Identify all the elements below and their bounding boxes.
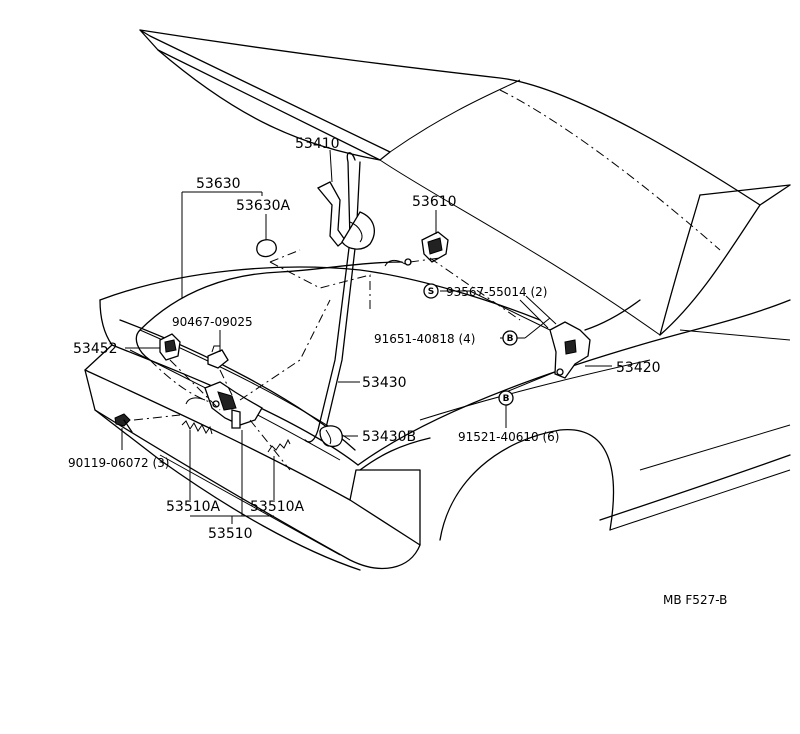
cushion-53430b: [319, 425, 343, 448]
callout-90467-09025: 90467-09025: [172, 315, 253, 329]
clip-90467: [207, 345, 229, 369]
extension-lines: [133, 257, 521, 471]
callout-90119-06072: 90119-06072 (3): [68, 456, 170, 470]
callout-53420: 53420: [616, 360, 661, 376]
hood-hinge-right: [519, 295, 591, 379]
marker-b1: B: [502, 330, 518, 346]
fender-body: [357, 184, 791, 541]
release-lever-53610: [421, 231, 449, 263]
bolt-90119: [114, 413, 133, 433]
callout-53510a-right: 53510A: [250, 499, 305, 515]
callout-53630: 53630: [196, 176, 241, 192]
hood-lock-assembly: [185, 381, 263, 429]
callout-53430b: 53430B: [362, 429, 416, 445]
callout-53410: 53410: [295, 136, 340, 152]
callout-93567-55014: 93567-55014 (2): [446, 285, 548, 299]
callout-53510: 53510: [208, 526, 253, 542]
callout-53510a-left: 53510A: [166, 499, 221, 515]
lock-springs: [181, 420, 291, 453]
callout-91651-40818: 91651-40818 (4): [374, 332, 476, 346]
marker-b2-label: B: [503, 394, 510, 404]
hood-hinge-left: [316, 181, 375, 250]
release-cable: [135, 249, 441, 403]
lock-catch-53452: [159, 333, 181, 361]
hood-panel: [139, 29, 761, 336]
callout-91521-40610: 91521-40610 (6): [458, 430, 560, 444]
callout-53630a: 53630A: [236, 198, 291, 214]
figure-code: MB F527-B: [663, 593, 727, 607]
marker-s-label: S: [428, 287, 434, 297]
marker-b2: B: [498, 390, 514, 406]
leader-lines: [121, 149, 612, 524]
marker-b1-label: B: [507, 334, 514, 344]
cushion-53630a: [256, 239, 277, 258]
front-body: [84, 266, 541, 571]
callout-53610: 53610: [412, 194, 457, 210]
marker-s: S: [423, 283, 439, 299]
callout-53452: 53452: [73, 341, 118, 357]
callout-53430: 53430: [362, 375, 407, 391]
